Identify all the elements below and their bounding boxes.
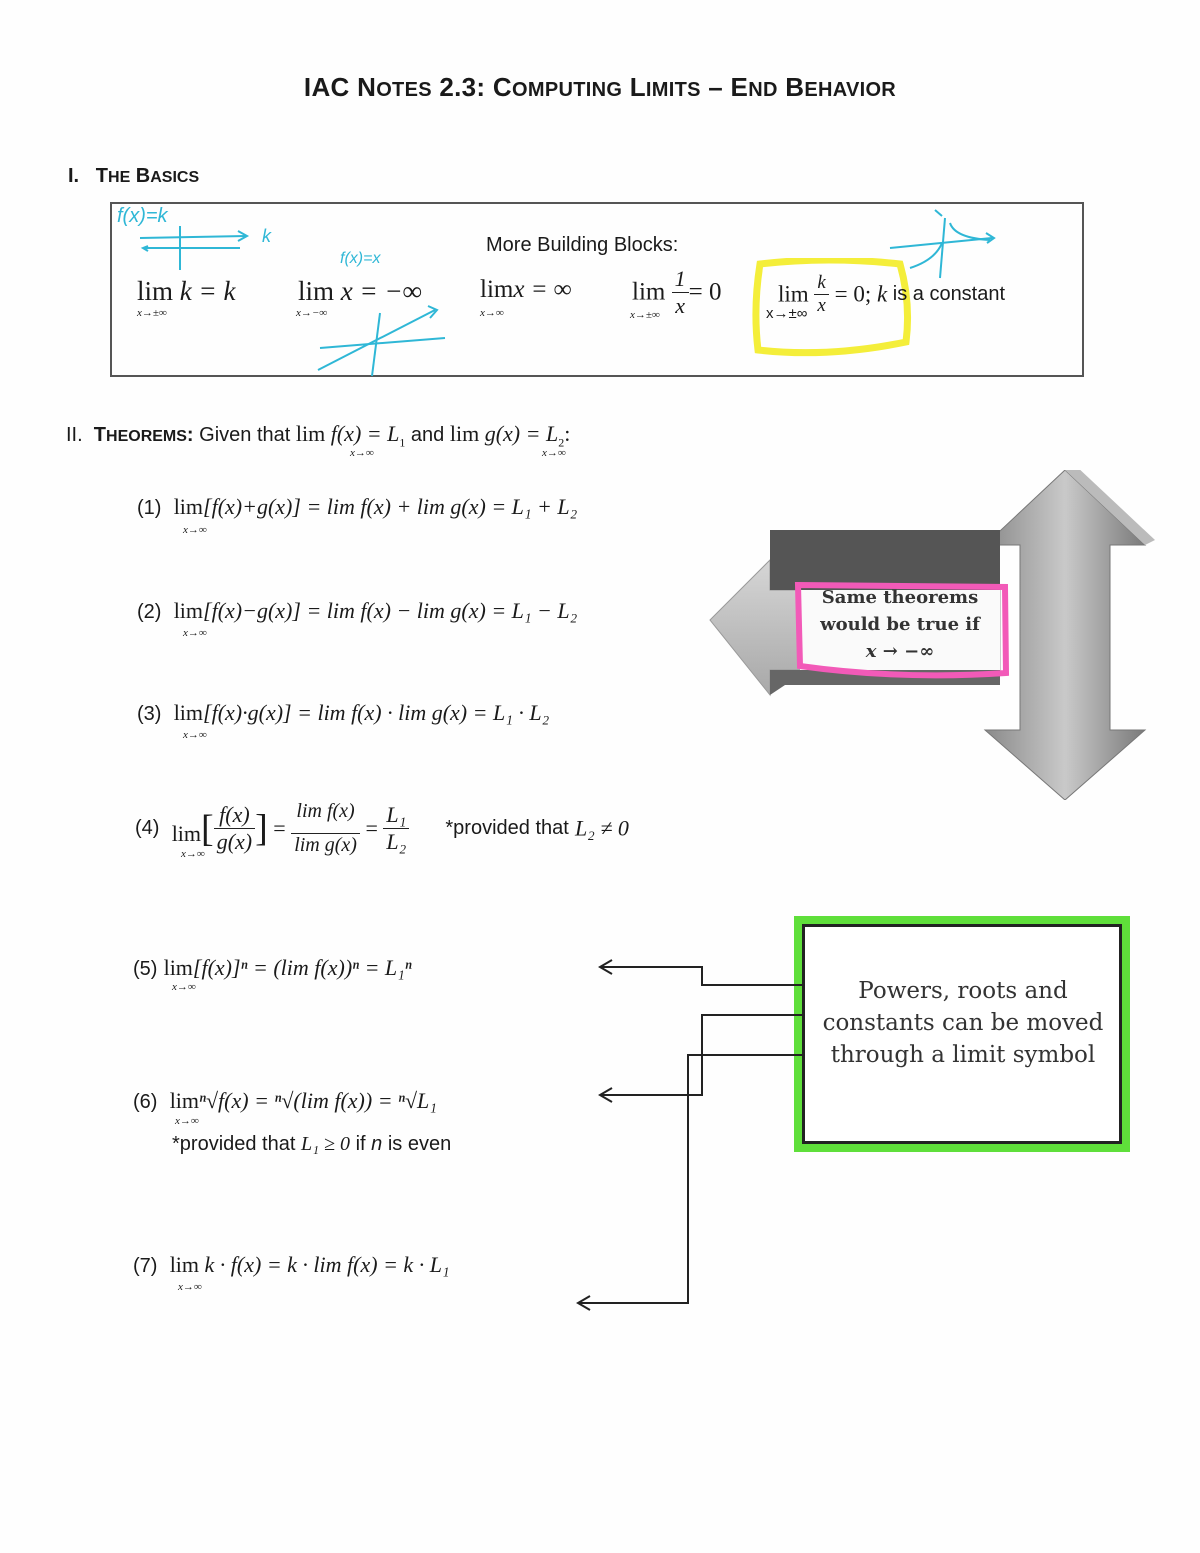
more-blocks-label: More Building Blocks: [486,234,679,256]
page-title: IAC NOTES 2.3: COMPUTING LIMITS – END BE… [303,72,897,102]
basic-limit-k-over-x-sub: x→±∞ [766,305,808,322]
basic-limit-infinity-sub: x→∞ [480,307,504,319]
theorem-7-sub: x→∞ [178,1281,202,1293]
arrow-note: Same theorems would be true if x → −∞ [820,587,980,662]
section-heading-theorems: II. THEOREMS: Given that lim f(x) = L1 a… [66,421,571,450]
theorem-6: (6) limⁿ√f(x) = ⁿ√(lim f(x)) = ⁿ√L₁ [133,1088,437,1113]
handwritten-fk-label: f(x)=k [117,205,168,227]
theorems-given-sub-1: x→∞ [350,447,374,459]
double-arrows-graphic [709,470,1155,800]
section-heading-basics: I. THE BASICS [68,165,200,187]
theorem-4-sub: x→∞ [181,848,205,860]
theorem-2-sub: x→∞ [183,627,207,639]
handwritten-k-label: k [262,226,271,246]
handwritten-fx-label: f(x)=x [340,250,381,267]
theorem-4: (4) lim[f(x)g(x)] = lim f(x)lim g(x) = L… [135,800,629,856]
theorem-5: (5) lim[f(x)]ⁿ = (lim f(x))ⁿ = L₁ⁿ [133,955,412,980]
theorem-3: (3) lim[f(x)·g(x)] = lim f(x) · lim g(x)… [137,700,550,725]
connector-arrows [576,959,802,1311]
theorem-1-sub: x→∞ [183,524,207,536]
yellow-highlight [752,258,912,357]
theorem-6-condition: *provided that L₁ ≥ 0 if n is even [172,1133,452,1155]
theorem-1: (1) lim[f(x)+g(x)] = lim f(x) + lim g(x)… [137,494,578,519]
theorem-7: (7) lim k · f(x) = k · lim f(x) = k · L₁ [133,1252,450,1277]
green-note-box [794,916,1130,1152]
theorem-6-sub: x→∞ [175,1115,199,1127]
theorem-2: (2) lim[f(x)−g(x)] = lim f(x) − lim g(x)… [137,598,578,623]
basic-limit-constant-sub: x→±∞ [137,307,167,319]
basic-limit-constant: lim k = k [137,276,236,306]
basic-limit-reciprocal-sub: x→±∞ [630,309,660,321]
theorems-given-sub-2: x→∞ [542,447,566,459]
theorem-3-sub: x→∞ [183,729,207,741]
basic-limit-identity: lim x = −∞ [298,276,422,306]
basics-box [110,202,1084,377]
basic-limit-identity-sub: x→−∞ [296,307,328,319]
basic-limit-infinity: limx = ∞ [480,276,572,303]
handwritten-sketches [139,209,996,377]
green-note-text: Powers, roots and constants can be moved… [822,978,1104,1068]
theorem-5-sub: x→∞ [172,981,196,993]
